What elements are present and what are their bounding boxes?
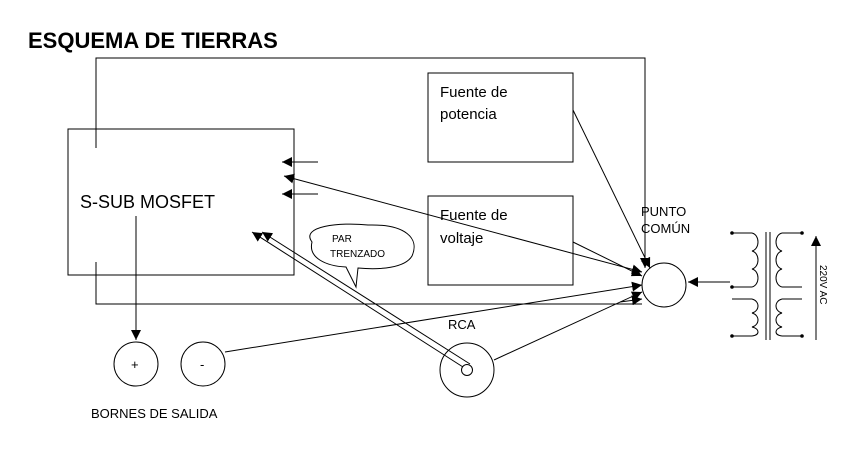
output-terminals-label: BORNES DE SALIDA xyxy=(91,406,218,421)
common-point-label-line1: PUNTO xyxy=(641,204,686,219)
minus-terminal-label: - xyxy=(200,357,204,372)
rca-center-pin xyxy=(461,364,473,376)
twisted-pair-wire-2 xyxy=(261,231,471,365)
voltage-supply-label-line1: Fuente de xyxy=(440,207,508,224)
twisted-pair-wire-1 xyxy=(251,231,464,368)
mosfet-common-arrow xyxy=(283,173,643,275)
minus-to-common-arrow xyxy=(224,281,643,353)
mosfet-label: S-SUB MOSFET xyxy=(80,192,215,212)
rca-label: RCA xyxy=(448,317,476,332)
rca-connector xyxy=(439,342,495,398)
power-supply-label-line1: Fuente de xyxy=(440,84,508,101)
power-to-common-arrow xyxy=(572,109,651,269)
power-supply-block xyxy=(427,72,574,163)
common-point xyxy=(641,262,687,308)
transformer-symbol xyxy=(730,231,821,340)
rca-to-common-arrow xyxy=(493,291,643,361)
twisted-pair-callout xyxy=(309,223,415,289)
top-ground-wire xyxy=(95,57,646,268)
power-supply-label-line2: potencia xyxy=(440,106,497,123)
mains-label: 220V AC xyxy=(817,265,828,304)
twisted-pair-label-line2: TRENZADO xyxy=(330,249,385,260)
minus-terminal xyxy=(180,341,226,387)
voltage-supply-label-line2: voltaje xyxy=(440,230,483,247)
voltage-to-common-arrow xyxy=(572,241,643,277)
plus-terminal xyxy=(113,341,159,387)
plus-terminal-label: + xyxy=(131,357,139,372)
twisted-pair-label-line1: PAR xyxy=(332,234,352,245)
common-point-label-line2: COMÚN xyxy=(641,221,690,236)
bottom-ground-wire xyxy=(95,262,642,305)
diagram-title: ESQUEMA DE TIERRAS xyxy=(28,28,278,53)
